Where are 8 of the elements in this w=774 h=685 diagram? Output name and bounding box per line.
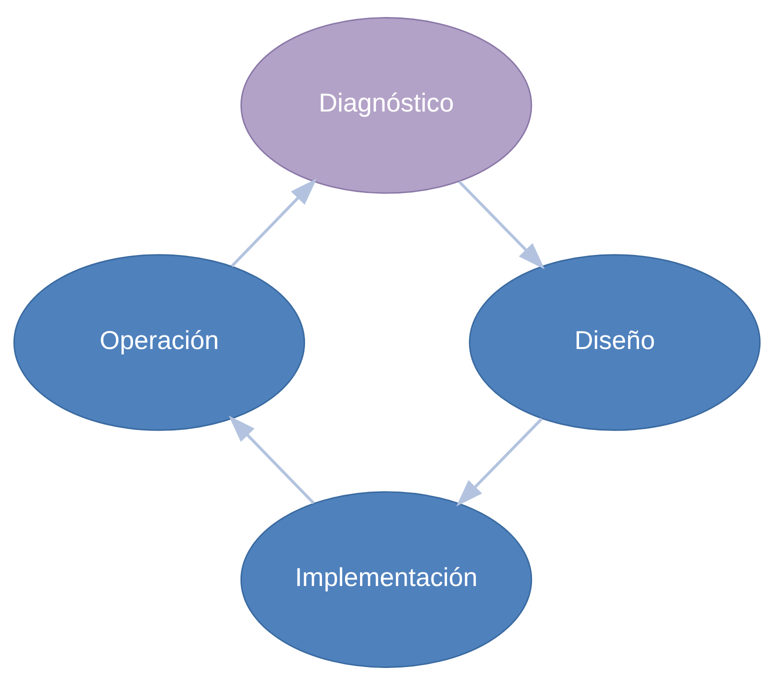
arrow [456,418,543,506]
arrow [230,178,317,268]
node-ellipse: Diseño [468,254,761,431]
arrow [228,416,315,504]
arrow [458,180,545,270]
node-ellipse: Operación [13,254,306,431]
node-ellipse: Implementación [240,491,532,668]
node-ellipse: Diagnóstico [240,17,532,194]
